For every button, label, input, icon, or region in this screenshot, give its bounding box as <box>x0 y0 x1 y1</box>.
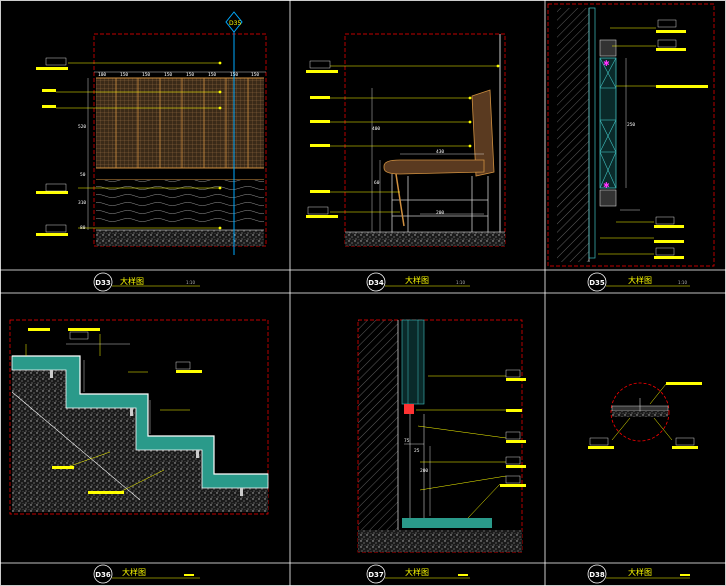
d33-side-dim: 520 <box>78 124 86 130</box>
svg-text:✱: ✱ <box>603 181 610 190</box>
panel-d38-drawing <box>588 382 702 449</box>
detail-scale: 1:10 <box>678 280 687 285</box>
detail-scale: 1:10 <box>186 280 195 285</box>
detail-title: 大样图 <box>628 275 652 285</box>
d33-side-dim: 50 <box>80 172 86 178</box>
d33-side-dim: 310 <box>78 200 86 206</box>
d33-top-dim: 150 <box>186 72 194 78</box>
detail-code: D38 <box>589 571 605 579</box>
detail-code: D36 <box>95 571 111 579</box>
d33-side-dim: 80 <box>80 225 86 231</box>
detail-title: 大样图 <box>405 567 429 577</box>
d33-top-dim: 150 <box>120 72 128 78</box>
d37-dim: 200 <box>420 468 428 474</box>
panel-d35-drawing: ✱ ✱ 250 <box>547 3 715 267</box>
d35-dim: 250 <box>627 122 635 128</box>
title-block-d37: D37 大样图 <box>366 564 470 584</box>
d33-top-dim: 100 <box>98 72 106 78</box>
d33-top-dim: 150 <box>230 72 238 78</box>
detail-title: 大样图 <box>628 567 652 577</box>
title-block-d36: D36 大样图 <box>93 564 200 584</box>
panel-d33-drawing: 100 150 150 150 150 150 150 150 520 50 3… <box>36 11 267 255</box>
detail-scale: 1:10 <box>456 280 465 285</box>
section-marker-d35: D35 <box>225 11 243 33</box>
title-block-d35: D35 大样图 1:10 <box>587 272 690 292</box>
detail-code: D35 <box>589 279 605 287</box>
title-block-d38: D38 大样图 <box>587 564 690 584</box>
d34-dim: 200 <box>436 210 444 216</box>
detail-title: 大样图 <box>122 567 146 577</box>
detail-title: 大样图 <box>120 276 144 286</box>
d37-dim: 75 <box>404 438 410 444</box>
detail-code: D33 <box>95 279 111 287</box>
section-marker-label: D35 <box>229 20 241 27</box>
detail-code: D37 <box>368 571 384 579</box>
svg-text:✱: ✱ <box>603 59 610 68</box>
title-block-d33: D33 大样图 1:10 <box>93 272 200 292</box>
d34-dim: 60 <box>374 180 380 186</box>
panel-d36-drawing <box>9 319 269 515</box>
d33-top-dim: 150 <box>251 72 259 78</box>
d33-top-dim: 150 <box>164 72 172 78</box>
d33-top-dim: 150 <box>208 72 216 78</box>
title-block-d34: D34 大样图 1:10 <box>366 272 470 292</box>
d34-dim: 400 <box>372 126 380 132</box>
panel-d37-drawing: 75 25 200 <box>357 319 526 553</box>
d37-dim: 25 <box>414 448 420 454</box>
d33-top-dim: 150 <box>142 72 150 78</box>
detail-code: D34 <box>368 279 384 287</box>
d34-dim: 430 <box>436 149 444 155</box>
detail-title: 大样图 <box>405 275 429 285</box>
panel-d34-drawing: 200 400 430 60 <box>306 33 506 247</box>
